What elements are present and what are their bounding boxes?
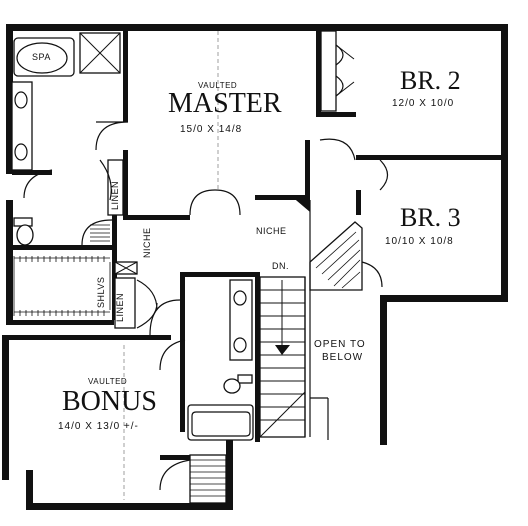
vault-lines <box>123 31 219 500</box>
br3-dimensions: 10/10 X 10/8 <box>385 236 454 247</box>
master-toilet <box>13 217 34 246</box>
br2-dimensions: 12/0 X 10/0 <box>392 98 455 109</box>
bonus-room-name: BONUS <box>62 386 157 417</box>
main-stairs <box>259 200 311 438</box>
master-room-name: MASTER <box>168 88 282 119</box>
niche-hall-label: NICHE <box>256 226 287 236</box>
spa-label: SPA <box>32 52 51 62</box>
stair-down-label: DN. <box>272 261 289 271</box>
br2-closet <box>320 30 355 112</box>
bonus-closet <box>189 454 227 504</box>
bonus-dimensions: 14/0 X 13/0 +/- <box>58 421 139 432</box>
master-dimensions: 15/0 X 14/8 <box>180 124 243 135</box>
interior-walls <box>6 24 506 460</box>
master-vaulted-label: VAULTED <box>198 81 238 90</box>
bonus-vaulted-label: VAULTED <box>88 377 128 386</box>
niche-vertical-label: NICHE <box>142 227 152 258</box>
br2-room-name: BR. 2 <box>400 66 461 95</box>
railing <box>310 397 329 440</box>
master-vanity <box>11 81 33 171</box>
br3-room-name: BR. 3 <box>400 203 461 232</box>
shower <box>79 32 121 74</box>
open-to-below-label-2: BELOW <box>322 352 364 363</box>
hall-bath-fixtures <box>187 279 254 441</box>
linen-closet-upper <box>107 159 124 216</box>
shelves-linen-lower <box>114 261 138 329</box>
open-to-below-label-1: OPEN TO <box>314 339 366 350</box>
shelves-label: SHLVS <box>96 276 106 308</box>
br3-stair-hatch <box>309 221 363 291</box>
door-swings <box>23 121 389 491</box>
linen-upper-label: LINEN <box>110 180 120 210</box>
exterior-walls <box>2 24 508 510</box>
master-closet-shelves <box>13 224 111 316</box>
linen-lower-label: LINEN <box>115 292 125 322</box>
